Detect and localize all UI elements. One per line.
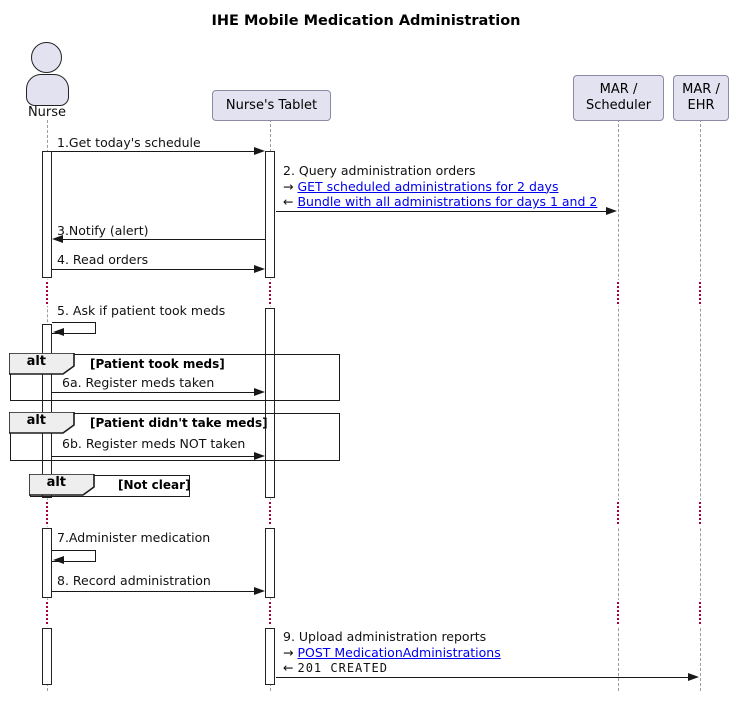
alt-condition-3: [Not clear] (118, 478, 191, 492)
tablet-activation-bar (265, 151, 275, 278)
arrowhead-right-icon (254, 265, 265, 273)
message-3-arrow (62, 239, 265, 240)
delay-dots-icon (699, 602, 701, 624)
alt-condition-2: [Patient didn't take meds] (90, 416, 268, 430)
arrowhead-left-icon (52, 235, 63, 243)
delay-dots-icon (617, 282, 619, 304)
scheduler-lifeline (617, 119, 619, 691)
participant-scheduler: MAR / Scheduler (573, 75, 664, 121)
participant-tablet: Nurse's Tablet (212, 90, 331, 121)
alt-operator-pentagon-icon: alt (28, 473, 96, 497)
nurse-activation-bar (42, 324, 52, 498)
post-medication-administrations-link[interactable]: POST MedicationAdministrations (297, 644, 501, 660)
arrowhead-right-icon (606, 207, 617, 215)
delay-dots-icon (46, 282, 48, 304)
delay-dots-icon (699, 502, 701, 524)
arrowhead-right-icon (254, 452, 265, 460)
delay-band (0, 600, 732, 626)
alt-condition-1: [Patient took meds] (90, 357, 225, 371)
message-1-arrow (52, 151, 256, 152)
response-arrow-glyph: ← (283, 194, 294, 209)
delay-dots-icon (699, 282, 701, 304)
message-2-label: 2. Query administration orders (283, 163, 476, 178)
alt-operator-pentagon-icon: alt (8, 411, 76, 435)
tablet-activation-bar (265, 308, 275, 498)
response-arrow-glyph: ← (283, 660, 294, 675)
participant-nurse: Nurse (27, 105, 67, 120)
message-3-label: 3.Notify (alert) (57, 223, 149, 238)
message-1-label: 1.Get today's schedule (57, 135, 201, 150)
arrowhead-right-icon (254, 147, 265, 155)
message-5-label: 5. Ask if patient took meds (57, 303, 226, 318)
message-8-arrow (52, 591, 256, 592)
tablet-activation-bar (265, 628, 275, 685)
alt-fragment-3: alt (28, 473, 190, 497)
alt-fragment-2: alt (8, 411, 340, 461)
arrowhead-right-icon (688, 673, 699, 681)
arrowhead-right-icon (254, 388, 265, 396)
delay-dots-icon (46, 602, 48, 624)
participant-scheduler-line2: Scheduler (585, 98, 652, 113)
alt-operator-label: alt (26, 354, 47, 370)
alt-fragment-1: alt (8, 352, 340, 401)
get-scheduled-administrations-link[interactable]: GET scheduled administrations for 2 days (297, 178, 559, 194)
participant-ehr-line2: EHR (687, 98, 715, 113)
message-5-selfloop (52, 322, 96, 334)
delay-dots-icon (617, 602, 619, 624)
arrowhead-left-icon (53, 328, 64, 336)
message-9-label: 9. Upload administration reports (283, 629, 487, 644)
delay-dots-icon (617, 502, 619, 524)
bundle-administrations-link[interactable]: Bundle with all administrations for days… (297, 194, 598, 209)
message-6b-label: 6b. Register meds NOT taken (62, 436, 246, 451)
message-8-label: 8. Record administration (57, 573, 211, 588)
message-4-arrow (52, 269, 256, 270)
nurse-activation-bar (42, 151, 52, 278)
delay-dots-icon (269, 602, 271, 624)
participant-ehr-line1: MAR / (682, 82, 720, 97)
diagram-title: IHE Mobile Medication Administration (211, 13, 521, 29)
delay-dots-icon (269, 282, 271, 304)
participant-tablet-label: Nurse's Tablet (225, 97, 318, 113)
message-7-label: 7.Administer medication (57, 530, 211, 545)
delay-band (0, 500, 732, 526)
message-9-block: 9. Upload administration reports → POST … (283, 629, 501, 677)
arrowhead-left-icon (53, 556, 64, 564)
alt-operator-label: alt (26, 413, 47, 429)
message-2-arrow (276, 211, 607, 212)
message-6b-arrow (52, 456, 256, 457)
nurse-actor-head-icon (31, 42, 62, 73)
participant-scheduler-line1: MAR / (599, 82, 638, 97)
message-6a-label: 6a. Register meds taken (62, 375, 215, 390)
nurse-activation-bar (42, 628, 52, 685)
nurse-actor-icon (26, 74, 69, 106)
message-6a-arrow (52, 392, 256, 393)
delay-dots-icon (46, 502, 48, 524)
alt-operator-pentagon-icon: alt (8, 352, 76, 376)
delay-dots-icon (269, 502, 271, 524)
message-7-selfloop (52, 550, 96, 562)
message-4-label: 4. Read orders (57, 252, 149, 267)
message-2-block: 2. Query administration orders → GET sch… (283, 163, 597, 210)
participant-ehr: MAR / EHR (673, 75, 729, 121)
message-9-arrow (276, 677, 689, 678)
alt-operator-label: alt (46, 475, 67, 491)
nurse-activation-bar (42, 528, 52, 598)
status-201-created: 201 CREATED (297, 661, 388, 675)
delay-band (0, 280, 732, 306)
request-arrow-glyph: → (283, 644, 294, 660)
arrowhead-right-icon (254, 587, 265, 595)
ehr-lifeline (699, 119, 701, 691)
tablet-activation-bar (265, 528, 275, 598)
request-arrow-glyph: → (283, 178, 294, 194)
